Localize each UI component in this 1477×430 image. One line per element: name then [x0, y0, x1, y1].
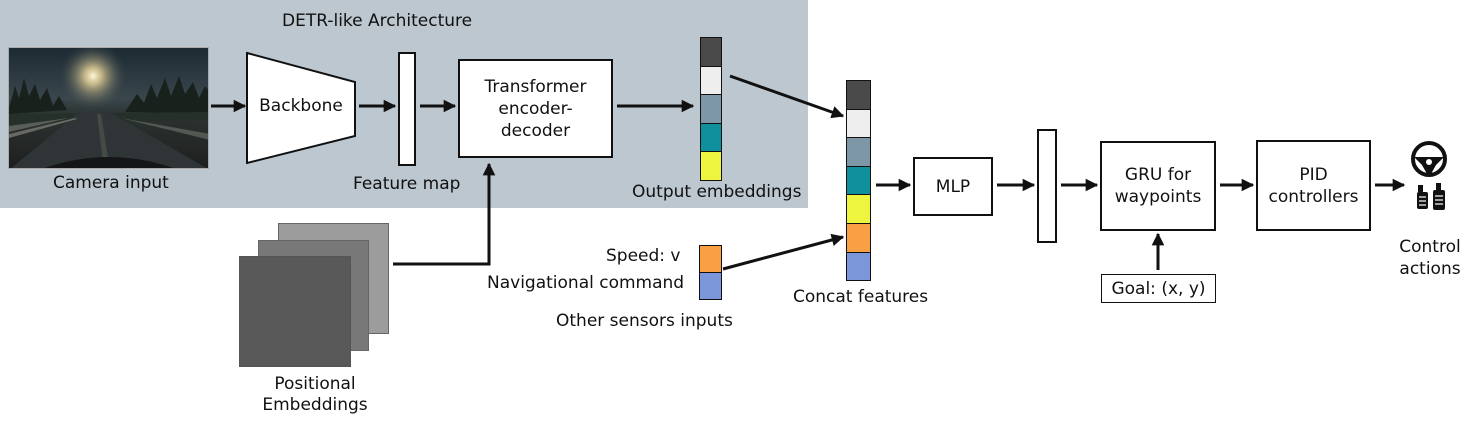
- camera-caption: Camera input: [53, 173, 169, 193]
- other-sensors-label: Other sensors inputs: [556, 311, 733, 331]
- concat-cell-3: [846, 137, 871, 167]
- road-scene-icon: [9, 48, 208, 168]
- detr-title: DETR-like Architecture: [282, 11, 473, 31]
- concat-cell-5: [846, 194, 871, 224]
- output-embedding-cell-1: [700, 37, 722, 67]
- speed-label: Speed: v: [606, 246, 681, 266]
- output-embeddings-caption: Output embeddings: [632, 182, 802, 202]
- concat-cell-4: [846, 165, 871, 196]
- transformer-box: Transformer encoder-decoder: [458, 59, 613, 158]
- nav-command-label: Navigational command: [487, 273, 685, 293]
- output-embedding-cell-4: [700, 122, 722, 153]
- gru-box: GRU for waypoints: [1100, 141, 1216, 231]
- output-embedding-cell-3: [700, 94, 722, 124]
- transformer-label: Transformer encoder-decoder: [484, 76, 587, 141]
- goal-label: Goal: (x, y): [1111, 278, 1206, 299]
- control-caption: Control actions: [1399, 237, 1461, 279]
- feature-map-caption: Feature map: [353, 174, 461, 194]
- feature-map-bar: [398, 52, 416, 166]
- sensor-cell-2: [699, 272, 722, 300]
- mlp-label: MLP: [935, 176, 971, 197]
- output-embedding-cell-2: [700, 65, 722, 96]
- pid-label: PID controllers: [1268, 164, 1359, 207]
- camera-image: [8, 47, 209, 169]
- goal-box: Goal: (x, y): [1101, 274, 1216, 303]
- concat-cell-2: [846, 108, 871, 139]
- backbone-label: Backbone: [259, 96, 343, 116]
- hidden-vector-bar: [1037, 129, 1057, 243]
- concat-cell-1: [846, 80, 871, 110]
- concat-cell-6: [846, 223, 871, 253]
- pid-box: PID controllers: [1256, 140, 1371, 231]
- mlp-box: MLP: [913, 157, 993, 216]
- sensor-cell-1: [699, 245, 722, 273]
- positional-layer-front: [239, 256, 351, 367]
- arrow-sensors-concat: [722, 233, 845, 271]
- steering-wheel-pedals-icon: [1404, 140, 1454, 215]
- concat-caption: Concat features: [793, 287, 929, 307]
- output-embedding-cell-5: [700, 151, 722, 181]
- positional-caption: Positional Embeddings: [262, 374, 368, 415]
- gru-label: GRU for waypoints: [1114, 165, 1202, 207]
- concat-cell-7: [846, 251, 871, 282]
